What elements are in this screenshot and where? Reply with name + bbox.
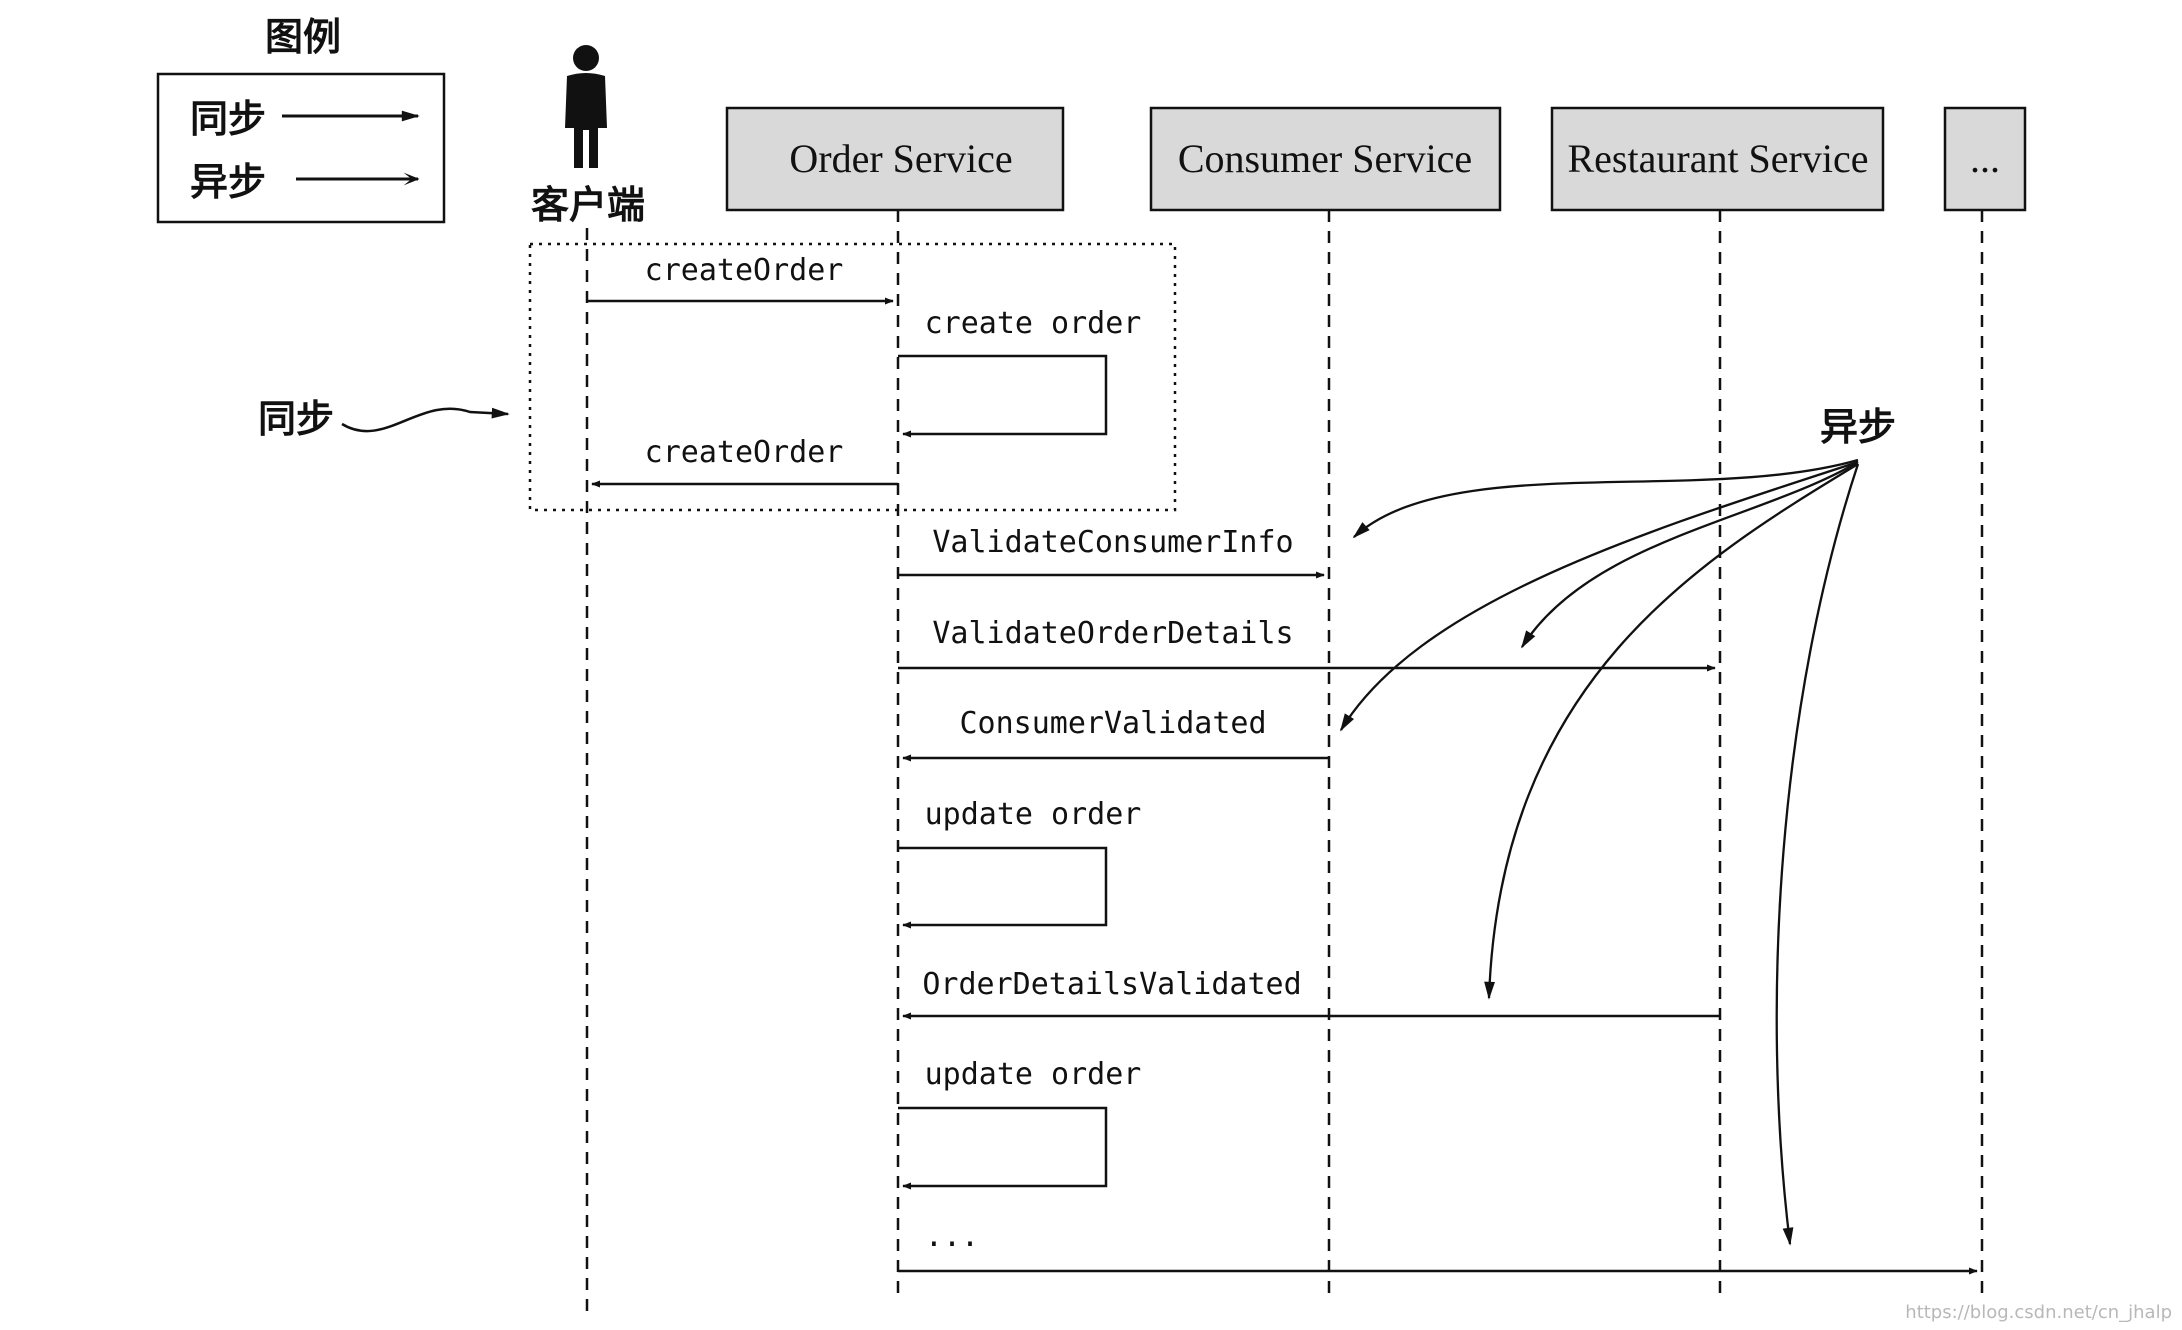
restaurant-service-label: Restaurant Service xyxy=(1568,136,1869,181)
restaurant-service-box: Restaurant Service xyxy=(1550,106,1885,212)
async-arrow-to-validate-order-details xyxy=(1521,461,1859,649)
client-label: 客户端 xyxy=(531,183,645,227)
create-order-response-label: createOrder xyxy=(645,435,844,470)
more-services-label: ... xyxy=(1970,136,2000,181)
async-arrow-to-order-details-validated xyxy=(1484,463,1859,1000)
legend-box xyxy=(156,72,446,224)
async-callout-label: 异步 xyxy=(1820,405,1896,449)
order-service-label: Order Service xyxy=(789,136,1012,181)
update-order-2-self-arrow xyxy=(898,1106,1108,1190)
consumer-service-box: Consumer Service xyxy=(1149,106,1502,212)
async-callout-arrows xyxy=(1340,458,1860,1246)
update-order-1-self-arrow xyxy=(898,846,1108,929)
order-details-validated-label: OrderDetailsValidated xyxy=(922,967,1301,1002)
update-order-1-label: update order xyxy=(925,797,1142,832)
update-order-2-label: update order xyxy=(925,1057,1142,1092)
sync-callout-label: 同步 xyxy=(258,397,334,441)
legend-sync-label: 同步 xyxy=(190,97,266,141)
order-service-box: Order Service xyxy=(725,106,1065,212)
more-services-box: ... xyxy=(1943,106,2027,212)
consumer-service-label: Consumer Service xyxy=(1178,136,1472,181)
async-arrow-to-ellipsis-message xyxy=(1775,463,1860,1246)
create-order-internal-label: create order xyxy=(925,306,1142,341)
watermark: https://blog.csdn.net/cn_jhalp xyxy=(1905,1302,2172,1323)
create-order-self-arrow xyxy=(898,354,1108,438)
async-arrow-to-validate-consumer-info xyxy=(1352,458,1859,539)
validate-order-details-label: ValidateOrderDetails xyxy=(932,616,1293,651)
client-actor-icon xyxy=(565,45,607,168)
sync-group-frame xyxy=(528,242,1177,512)
legend-title: 图例 xyxy=(265,15,341,59)
sync-callout-arrow xyxy=(341,407,510,433)
ellipsis-message-label: ... xyxy=(925,1219,979,1254)
legend: 图例 同步 异步 xyxy=(156,15,446,224)
legend-async-label: 异步 xyxy=(190,160,266,204)
validate-consumer-info-label: ValidateConsumerInfo xyxy=(932,525,1293,560)
consumer-validated-label: ConsumerValidated xyxy=(959,706,1266,741)
async-arrow-to-consumer-validated xyxy=(1340,460,1859,732)
create-order-request-label: createOrder xyxy=(645,253,844,288)
